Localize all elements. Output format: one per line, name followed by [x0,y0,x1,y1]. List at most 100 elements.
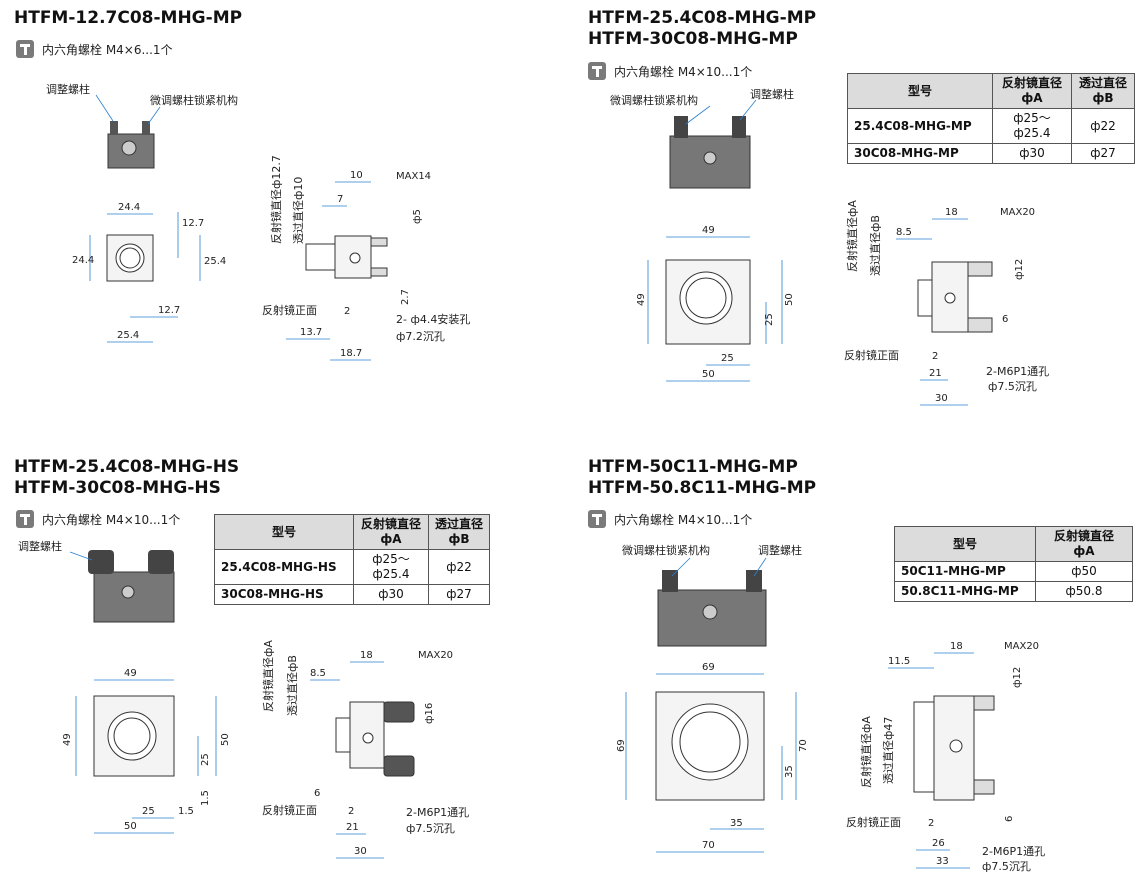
label-lock: 微调螺柱锁紧机构 [610,93,698,107]
cell-refl: ф25～ ф25.4 [353,549,429,585]
product-title-2: HTFM-30C08-MHG-HS [14,478,221,498]
col-model: 型号 [214,514,354,550]
dim-6: 6 [1004,816,1015,822]
label-cbore: ф7.2沉孔 [396,330,445,343]
dim-8-5: 8.5 [310,668,326,679]
col-refl-dia: 反射镜直径 фA [353,514,429,550]
dim-70-bottom: 70 [702,840,715,851]
dim-25-bottom: 25 [142,806,155,817]
col-refl-dia: 反射镜直径 фA [1035,526,1133,562]
cell-trans: ф27 [1071,143,1135,164]
mount-side-view [917,261,993,333]
dim-30: 30 [354,846,367,857]
table-row: 50.8C11-MHG-MP ф50.8 [894,581,1133,602]
label-holes: 2-M6P1通孔 [982,845,1045,858]
dim-phi16: ф16 [424,703,435,724]
cell-model: 50C11-MHG-MP [894,561,1036,582]
dim-2-7: 2.7 [400,289,411,305]
cell-trans: ф27 [428,584,490,605]
label-refl-face: 反射镜正面 [846,815,901,829]
cell-refl: ф50.8 [1035,581,1133,602]
label-refl-dia: 反射镜直径фA [859,716,873,788]
label-adjust: 调整螺柱 [46,82,90,96]
label-refl-face: 反射镜正面 [262,803,317,817]
dim-6: 6 [1002,314,1008,325]
col-trans-dia: 透过直径 фB [428,514,490,550]
label-holes: 2-M6P1通孔 [406,806,469,819]
label-lock: 微调螺柱锁紧机构 [150,93,238,107]
cell-trans: ф22 [428,549,490,585]
bolt-note-text: 内六角螺栓 M4×10...1个 [42,512,181,527]
block-25-4-hs: HTFM-25.4C08-MHG-HS HTFM-30C08-MHG-HS 内六… [0,440,570,880]
dim-phi12: ф12 [1014,259,1025,280]
drawing-50: 微调螺柱锁紧机构 调整螺柱 69 69 70 35 35 70 反射镜直径фA … [616,543,1045,873]
label-trans-dia: 透过直径фB [285,655,299,716]
cell-refl: ф25～ ф25.4 [992,108,1072,144]
dim-49-top: 49 [702,225,715,236]
dim-2: 2 [348,806,354,817]
dim-12-7-bottom: 12.7 [158,305,180,316]
bolt-note-text: 内六角螺栓 M4×6...1个 [42,42,173,57]
cell-model: 30C08-MHG-MP [847,143,993,164]
label-trans-dia: 透过直径фB [868,215,882,276]
block-25-4-mp: HTFM-25.4C08-MHG-MP HTFM-30C08-MHG-MP 内六… [570,0,1140,440]
bolt-note: 内六角螺栓 M4×6...1个 [16,40,173,58]
label-trans-dia: 透过直径ф47 [881,717,895,784]
block-50-mp: HTFM-50C11-MHG-MP HTFM-50.8C11-MHG-MP 内六… [570,440,1140,880]
dim-max14: MAX14 [396,171,431,182]
table-row: 25.4C08-MHG-MP ф25～ ф25.4 ф22 [847,108,1135,144]
product-title-2: HTFM-50.8C11-MHG-MP [588,478,817,498]
mount-front-view [106,234,154,282]
dim-max20: MAX20 [1004,641,1039,652]
dim-30: 30 [935,393,948,404]
product-title: HTFM-50C11-MHG-MP [588,457,798,477]
spec-table: 型号 反射镜直径 фA 50C11-MHG-MP ф50 50.8C11-MHG… [894,526,1133,602]
spec-table-header: 型号 反射镜直径 фA 透过直径 фB [847,73,1135,109]
dim-10: 10 [350,170,363,181]
mount-side-view [913,695,995,801]
dim-50-right: 50 [220,733,231,746]
dim-26: 26 [932,838,945,849]
label-lock: 微调螺柱锁紧机构 [622,543,710,557]
dim-max20: MAX20 [418,650,453,661]
col-model: 型号 [847,73,993,109]
cell-model: 25.4C08-MHG-HS [214,549,354,585]
dim-2: 2 [344,306,350,317]
dim-13-7: 13.7 [300,327,322,338]
bolt-note-text: 内六角螺栓 M4×10...1个 [614,512,753,527]
mount-front-view [665,259,751,345]
mount-photo-side [88,550,175,623]
spec-table: 型号 反射镜直径 фA 透过直径 фB 25.4C08-MHG-HS ф25～ … [214,514,490,605]
label-refl-face: 反射镜正面 [262,303,317,317]
product-title: HTFM-12.7C08-MHG-MP [14,8,243,28]
dim-phi5: ф5 [412,209,423,224]
dim-25-4-right: 25.4 [204,256,226,267]
dim-8-5: 8.5 [896,227,912,238]
col-refl-dia: 反射镜直径 фA [992,73,1072,109]
cell-refl: ф30 [353,584,429,605]
spec-table: 型号 反射镜直径 фA 透过直径 фB 25.4C08-MHG-MP ф25～ … [847,73,1135,164]
label-adjust: 调整螺柱 [750,87,794,101]
bolt-note: 内六角螺栓 M4×10...1个 [588,62,752,80]
dim-69-left: 69 [616,739,627,752]
label-refl-dia: 反射镜直径фA [261,640,275,712]
dim-6: 6 [314,788,320,799]
dim-24-4-left: 24.4 [72,255,94,266]
label-refl-dia: 反射镜直径ф12.7 [269,155,283,244]
label-cbore: ф7.5沉孔 [988,380,1037,393]
dim-50-bottom: 50 [702,369,715,380]
block-12-7-mp: HTFM-12.7C08-MHG-MP 内六角螺栓 M4×6...1个 调整螺柱… [0,0,570,440]
mount-photo-side [669,116,751,189]
label-refl-face: 反射镜正面 [844,348,899,362]
dim-2: 2 [932,351,938,362]
hex-bolt-icon [588,62,606,80]
dim-21: 21 [346,822,359,833]
dim-24-4-top: 24.4 [118,202,140,213]
cell-model: 25.4C08-MHG-MP [847,108,993,144]
dim-18: 18 [945,207,958,218]
dim-25-4-bottom: 25.4 [117,330,139,341]
mount-side-view [335,701,415,777]
dim-70-right: 70 [798,739,809,752]
table-row: 25.4C08-MHG-HS ф25～ ф25.4 ф22 [214,549,490,585]
bolt-note: 内六角螺栓 M4×10...1个 [588,510,752,528]
